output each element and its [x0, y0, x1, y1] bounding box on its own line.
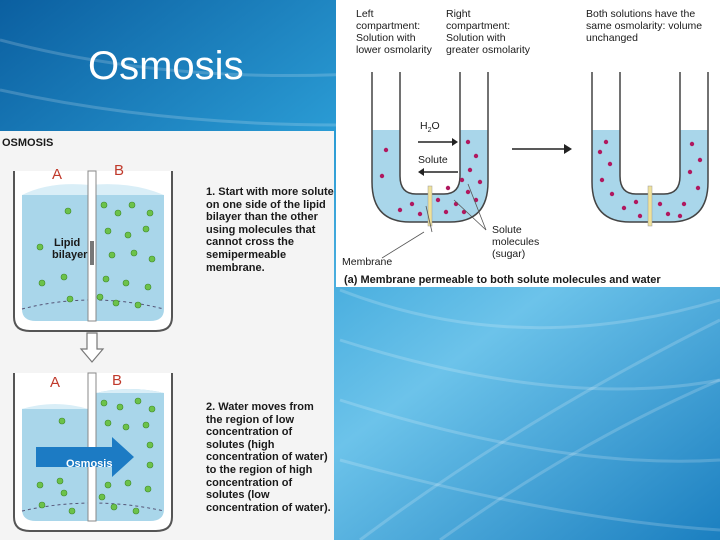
- equal-osmolarity-label: Both solutions have the same osmolarity:…: [586, 8, 703, 44]
- top-label-a: A: [52, 166, 63, 183]
- slide-title: Osmosis: [88, 44, 244, 88]
- solute-label: Solute: [418, 154, 448, 166]
- membrane-label: Membrane: [342, 256, 393, 268]
- solute-arrow-icon: [418, 168, 458, 176]
- water-arrow-icon: [418, 138, 458, 146]
- lipid-bilayer-label-line2: bilayer: [52, 249, 88, 261]
- figure-caption: (a) Membrane permeable to both solute mo…: [344, 274, 661, 286]
- down-arrow-icon: [79, 332, 105, 363]
- left-compartment-label: Left compartment: Solution with lower os…: [356, 8, 432, 56]
- top-label-b: B: [114, 162, 125, 179]
- bottom-beaker-diagram: [13, 372, 173, 532]
- u-tube-after-diagram: [591, 72, 709, 227]
- bottom-label-a: A: [50, 374, 61, 391]
- u-tube-before-diagram: [371, 72, 489, 227]
- solute-molecules-label: Solute molecules (sugar): [492, 224, 540, 260]
- left-figure-heading: OSMOSIS: [2, 137, 54, 149]
- step-1-text: 1. Start with more solute on one side of…: [206, 186, 334, 274]
- right-figure-panel: Left compartment: Solution with lower os…: [336, 0, 720, 287]
- top-beaker-diagram: [13, 170, 173, 332]
- step-2-text: 2. Water moves from the region of low co…: [206, 401, 331, 514]
- right-compartment-label: Right compartment: Solution with greater…: [446, 8, 531, 56]
- left-figure-panel: OSMOSIS A B Lipid bilayer: [0, 131, 334, 540]
- bottom-label-b: B: [112, 372, 123, 389]
- process-arrow-icon: [512, 144, 572, 154]
- osmosis-arrow-label: Osmosis: [66, 458, 113, 470]
- lipid-bilayer-label-line1: Lipid: [54, 237, 81, 249]
- leader-lines: [381, 183, 487, 259]
- water-label: H2O: [420, 120, 440, 135]
